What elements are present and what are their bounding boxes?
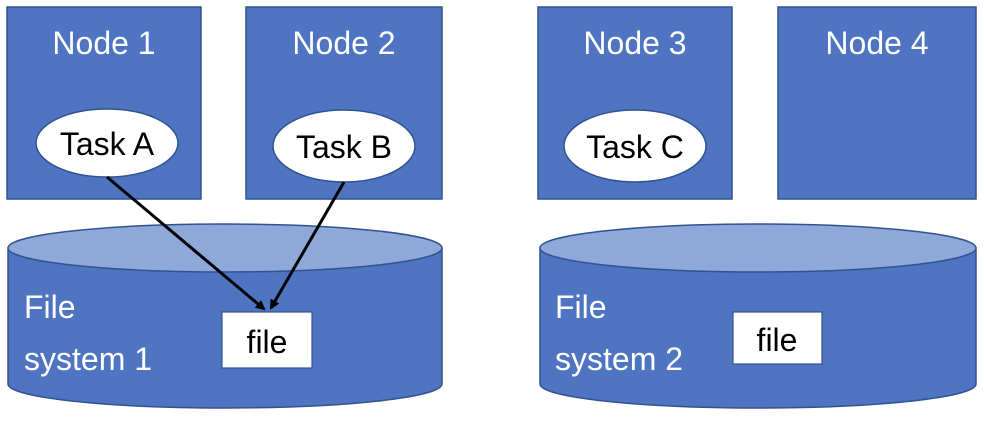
- file-system-1-file-box[interactable]: [221, 311, 313, 369]
- file-system-1-label-line1: File: [24, 289, 76, 325]
- task-c-ellipse[interactable]: [563, 109, 707, 183]
- file-system-1-top: [7, 223, 443, 273]
- task-c-label: Task C: [586, 129, 684, 165]
- node-4-label: Node 4: [825, 25, 928, 61]
- file-system-1-file-label: file: [247, 324, 288, 360]
- node-1: Node 1 Task A: [6, 6, 202, 200]
- file-system-2-file-box[interactable]: [732, 311, 823, 365]
- file-system-1: File system 1 file: [7, 223, 443, 409]
- file-system-2: File system 2 file: [539, 223, 977, 409]
- arrow-task-b-to-file: [269, 181, 346, 310]
- node-2-label: Node 2: [292, 25, 395, 61]
- node-4-box[interactable]: [777, 6, 977, 200]
- file-system-2-label-line2: system 2: [555, 341, 683, 377]
- arrow-task-a-to-file: [106, 175, 266, 311]
- node-3-label: Node 3: [583, 25, 686, 61]
- file-system-1-label-line2: system 1: [24, 341, 152, 377]
- node-4: Node 4: [777, 6, 977, 200]
- node-1-label: Node 1: [52, 25, 155, 61]
- file-system-2-top: [539, 223, 977, 273]
- file-system-2-file-label: file: [757, 322, 798, 358]
- node-3: Node 3 Task C: [537, 6, 733, 200]
- file-system-2-label-line1: File: [555, 289, 607, 325]
- task-a-label: Task A: [60, 126, 155, 162]
- node-2: Node 2 Task B: [245, 6, 443, 200]
- task-b-label: Task B: [296, 129, 392, 165]
